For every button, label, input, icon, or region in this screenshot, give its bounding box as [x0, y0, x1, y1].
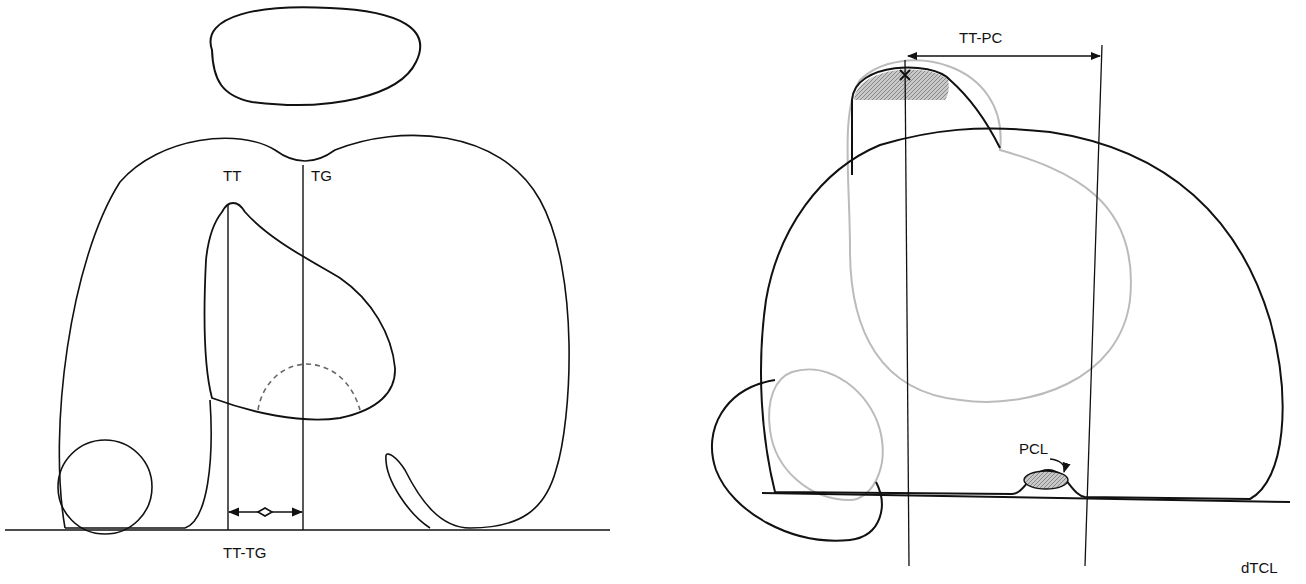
tibia-outline: [761, 128, 1283, 499]
femur-outline: [59, 135, 569, 528]
femoral-notch-left: [65, 400, 211, 528]
tt-vertical-line: [905, 60, 909, 566]
tuberosity-cap: [854, 69, 949, 100]
tt-pc-dimension: [908, 55, 1100, 56]
dimension-label: PCL: [1018, 441, 1049, 458]
fibula-head: [58, 440, 152, 534]
tt-line: [227, 205, 228, 530]
dimension-label: dTCL: [1240, 560, 1279, 577]
tibial-tuberosity-outline: [204, 203, 395, 420]
fibula-outline: [712, 380, 882, 541]
patella-outline: [211, 7, 421, 105]
tg-line: [302, 165, 303, 530]
tuberosity-outline: [852, 67, 1000, 175]
dimension-diamond: [258, 508, 272, 516]
femur-shadow: [848, 60, 1131, 402]
baseline: [5, 529, 610, 530]
dashed-arc: [258, 364, 360, 410]
femoral-notch-right: [386, 455, 430, 528]
pc-vertical-line: [1085, 45, 1102, 566]
dimension-label: TT-PC: [958, 30, 1003, 47]
dimension-label: TG: [310, 168, 333, 185]
dimension-label: TT-TG: [222, 545, 267, 562]
pcl-leader: [1050, 459, 1064, 472]
dimension-label: TT: [222, 168, 242, 185]
pcl-insertion: [1024, 471, 1068, 489]
dtcl-line: [762, 493, 1290, 502]
fibula-shadow: [769, 369, 883, 500]
